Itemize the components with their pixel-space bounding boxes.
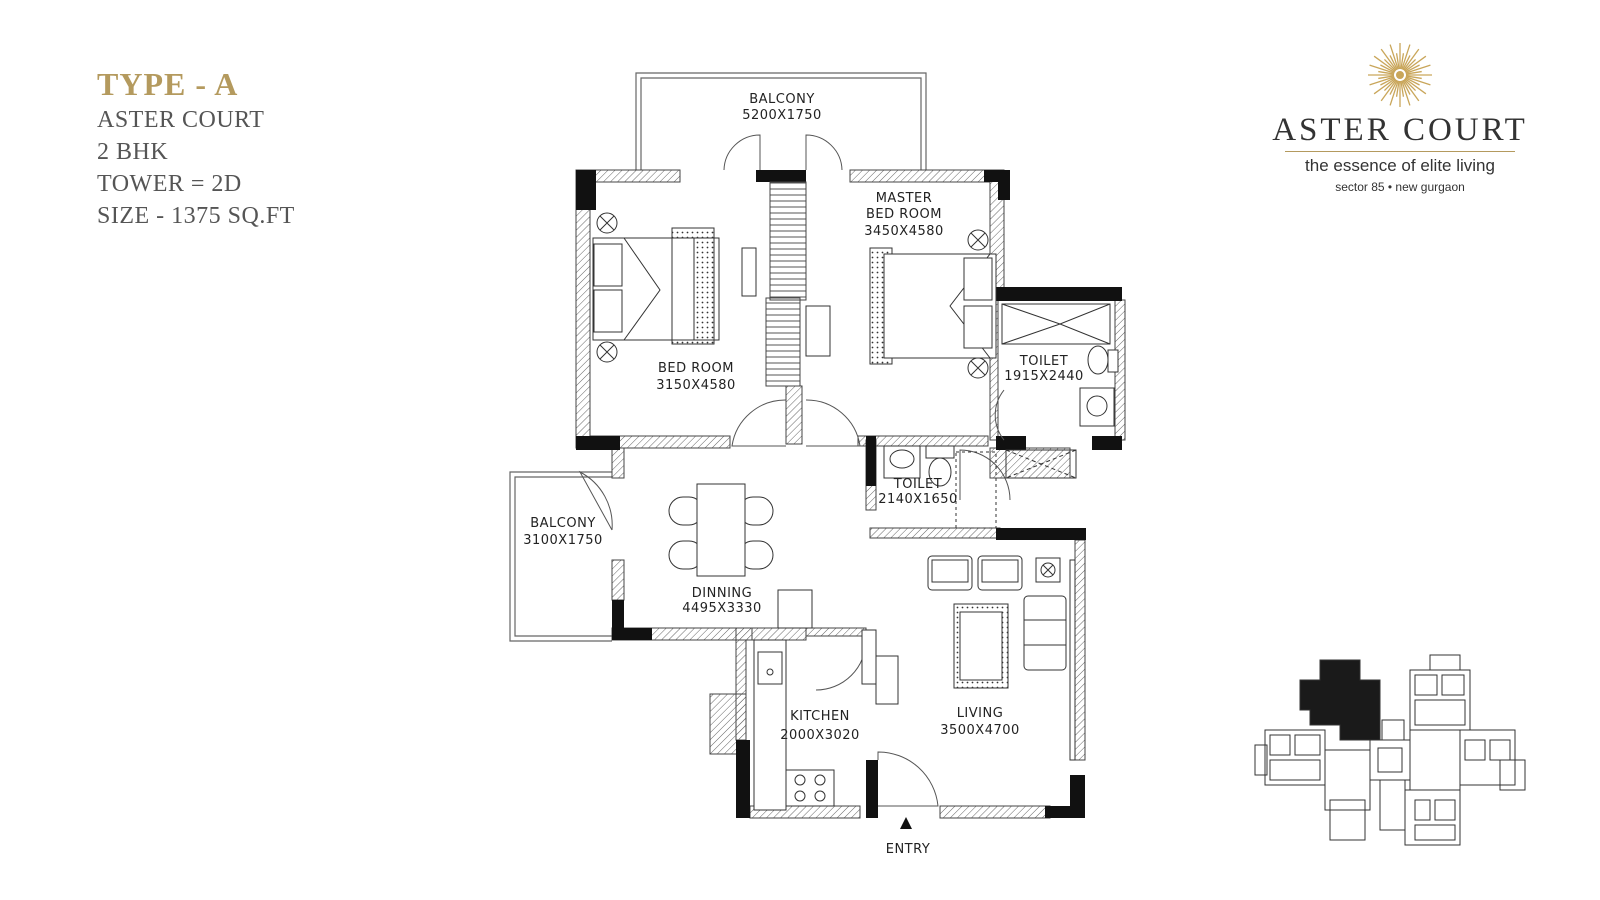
tower-key-plan-icon (1254, 654, 1526, 846)
brand-name: ASTER COURT (1272, 112, 1528, 148)
master-bed-furniture (869, 229, 997, 379)
living-name: LIVING (957, 706, 1004, 721)
starburst-ray (1405, 64, 1431, 74)
starburst-ray (1373, 78, 1396, 95)
starburst-icon (1368, 43, 1432, 107)
kitchen-name: KITCHEN (790, 709, 850, 724)
bed-room-size: 3150X4580 (656, 378, 736, 393)
starburst-ray (1400, 80, 1405, 97)
walls (575, 169, 1126, 819)
starburst-ray (1369, 76, 1395, 86)
starburst-ray (1404, 78, 1427, 95)
starburst-ray (1402, 80, 1411, 95)
starburst-ray (1389, 80, 1398, 95)
unit-info: TYPE - A ASTER COURT 2 BHK TOWER = 2D SI… (97, 64, 295, 232)
dinning-size: 4495X3330 (682, 601, 762, 616)
unit-size: SIZE - 1375 SQ.FT (97, 203, 295, 229)
starburst-ray (1403, 48, 1420, 71)
toilet-common-name: TOILET (893, 477, 942, 492)
starburst-ray (1403, 79, 1420, 102)
starburst-ray (1380, 79, 1397, 102)
balcony-top-size: 5200X1750 (742, 108, 822, 123)
starburst-ray (1389, 44, 1399, 70)
starburst-ray (1389, 80, 1399, 106)
brand-divider (1285, 151, 1515, 152)
starburst-ray (1401, 80, 1411, 106)
doors (578, 134, 1011, 807)
starburst-ray (1400, 53, 1405, 70)
toilet-master-size: 1915X2440 (1004, 369, 1084, 384)
starburst-ray (1380, 48, 1397, 71)
toilet-master-name: TOILET (1019, 354, 1068, 369)
bed-room-name: BED ROOM (658, 361, 734, 376)
starburst-ray (1405, 76, 1431, 86)
project-name: ASTER COURT (97, 107, 265, 133)
kitchen-fixtures (753, 629, 899, 811)
living-size: 3500X4700 (940, 723, 1020, 738)
starburst-ray (1405, 77, 1420, 86)
starburst-ray (1403, 78, 1417, 92)
brand-location: sector 85 • new gurgaon (1335, 180, 1465, 194)
starburst-ray (1405, 75, 1422, 80)
starburst-ray (1383, 78, 1397, 92)
balcony-left-size: 3100X1750 (523, 533, 603, 548)
balcony-top (635, 72, 927, 170)
starburst-ray (1395, 53, 1400, 70)
master-bed-size: 3450X4580 (864, 224, 944, 239)
starburst-ray (1378, 75, 1395, 80)
dining-furniture (668, 483, 813, 629)
starburst-ray (1401, 44, 1411, 70)
starburst-ray (1402, 55, 1411, 70)
starburst-ray (1373, 55, 1396, 72)
starburst-ray (1404, 55, 1427, 72)
columns (576, 170, 1122, 818)
living-furniture (927, 555, 1076, 761)
toilet-common-size: 2140X1650 (878, 492, 958, 507)
starburst-ray (1383, 58, 1397, 72)
balcony-left (509, 471, 612, 642)
room-labels: BALCONY 5200X1750 BED ROOM 3150X4580 MAS… (523, 92, 1084, 857)
starburst-ray (1389, 55, 1398, 70)
starburst-ray (1380, 77, 1395, 86)
brand-tagline: the essence of elite living (1305, 156, 1495, 175)
starburst-ray (1378, 70, 1395, 75)
starburst-ray (1405, 70, 1422, 75)
master-bed-name-1: MASTER (876, 191, 933, 206)
unit-type-title: TYPE - A (97, 66, 239, 102)
master-bed-name-2: BED ROOM (866, 207, 942, 222)
unit-config: 2 BHK (97, 139, 169, 165)
starburst-ray (1369, 64, 1395, 74)
bed-room-furniture (592, 212, 831, 363)
balcony-left-name: BALCONY (530, 516, 596, 531)
tower-label: TOWER = 2D (97, 171, 242, 197)
stair-strip (765, 181, 807, 445)
starburst-ray (1405, 64, 1420, 73)
master-toilet-fixtures (1001, 303, 1119, 427)
starburst-ray (1403, 58, 1417, 72)
entry-arrow-icon (900, 817, 912, 829)
entry-label: ENTRY (886, 842, 931, 857)
kitchen-size: 2000X3020 (780, 728, 860, 743)
brand-logo: ASTER COURT the essence of elite living … (1250, 40, 1550, 194)
common-toilet-fixtures (883, 445, 1077, 529)
dinning-name: DINNING (692, 586, 752, 601)
starburst-ray (1380, 64, 1395, 73)
balcony-top-name: BALCONY (749, 92, 815, 107)
starburst-ray (1395, 80, 1400, 97)
